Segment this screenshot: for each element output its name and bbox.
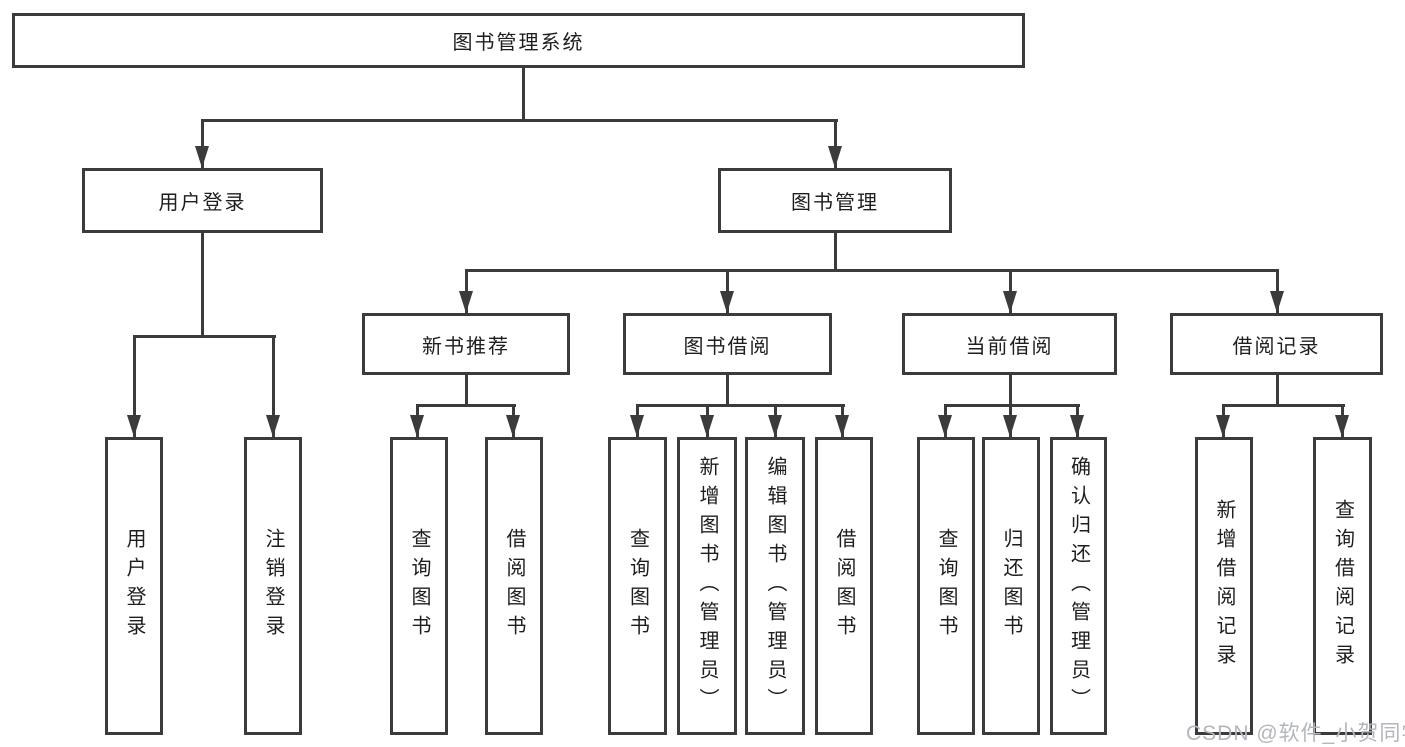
leaf-borrow-books-borrowing: 借阅图书 [815, 437, 873, 735]
leaf-return-books: 归还图书 [982, 437, 1040, 735]
arrow-down-icon [266, 415, 280, 437]
connector-stem [465, 375, 468, 405]
connector-level3-rail [465, 269, 1279, 272]
arrow-down-icon [1003, 415, 1017, 437]
connector-user-login-rail [133, 335, 276, 338]
connector-level2-rail [201, 119, 838, 122]
arrow-down-icon [410, 415, 424, 437]
node-label: 新书推荐 [422, 335, 510, 358]
node-library-management-system: 图书管理系统 [12, 13, 1025, 68]
arrow-down-icon [459, 291, 473, 313]
csdn-watermark: CSDN @软件_小贺同学 [1186, 722, 1405, 745]
leaf-user-login: 用户登录 [105, 437, 163, 735]
arrow-down-icon [1003, 291, 1017, 313]
connector-stem [726, 375, 729, 405]
node-new-book-recommend: 新书推荐 [362, 313, 570, 375]
node-label: 注销登录 [262, 528, 284, 644]
leaf-borrow-books-recommend: 借阅图书 [485, 437, 543, 735]
node-borrow-records: 借阅记录 [1170, 313, 1383, 375]
node-label: 编辑图书（管理员） [764, 455, 786, 717]
leaf-edit-book-admin: 编辑图书（管理员） [745, 437, 805, 735]
node-label: 查询图书 [626, 528, 649, 644]
arrow-down-icon [195, 146, 209, 168]
connector-user-login-stem [201, 233, 204, 336]
arrow-down-icon [1270, 291, 1284, 313]
arrow-down-icon [700, 415, 714, 437]
connector-root-stem [522, 68, 525, 120]
arrow-down-icon [127, 415, 141, 437]
node-label: 归还图书 [1000, 528, 1022, 644]
connector-rail [636, 404, 845, 407]
node-label: 确认归还（管理员） [1067, 455, 1090, 717]
connector-rail [944, 404, 1080, 407]
node-label: 新增借阅记录 [1213, 499, 1235, 673]
connector-rail [1222, 404, 1345, 407]
node-label: 借阅记录 [1232, 335, 1321, 358]
node-label: 当前借阅 [965, 335, 1054, 358]
connector-rail [416, 404, 516, 407]
node-label: 借阅图书 [503, 528, 525, 644]
node-label: 新增图书（管理员） [696, 455, 718, 717]
leaf-add-borrow-record: 新增借阅记录 [1195, 437, 1253, 735]
leaf-query-books-current: 查询图书 [917, 437, 975, 735]
leaf-add-book-admin: 新增图书（管理员） [677, 437, 737, 735]
leaf-confirm-return-admin: 确认归还（管理员） [1050, 437, 1107, 735]
connector-drop-user-login [201, 120, 204, 168]
node-label: 借阅图书 [833, 528, 855, 644]
arrow-down-icon [768, 415, 782, 437]
leaf-logout: 注销登录 [244, 437, 302, 735]
node-label: 查询图书 [408, 528, 430, 644]
connector-drop-book-management [834, 120, 837, 168]
arrow-down-icon [1216, 415, 1230, 437]
node-label: 图书管理系统 [452, 32, 585, 54]
node-label: 用户登录 [123, 528, 145, 644]
connector-stem [1276, 375, 1279, 405]
arrow-down-icon [1070, 415, 1084, 437]
node-label: 图书管理 [791, 192, 879, 214]
leaf-query-books-recommend: 查询图书 [390, 437, 448, 735]
arrow-down-icon [506, 415, 520, 437]
node-book-management: 图书管理 [718, 168, 952, 233]
node-label: 查询图书 [935, 528, 957, 644]
connector-drop-leaf [133, 336, 136, 437]
node-label: 用户登录 [158, 192, 247, 214]
node-current-borrowing: 当前借阅 [902, 313, 1117, 375]
arrow-down-icon [720, 291, 734, 313]
node-label: 查询借阅记录 [1331, 499, 1354, 673]
arrow-down-icon [828, 146, 842, 168]
node-user-login: 用户登录 [82, 168, 323, 233]
arrow-down-icon [1335, 415, 1349, 437]
connector-book-management-stem [834, 233, 837, 270]
node-label: 图书借阅 [683, 335, 772, 358]
arrow-down-icon [938, 415, 952, 437]
arrow-down-icon [630, 415, 644, 437]
connector-drop-leaf [272, 336, 275, 437]
arrow-down-icon [835, 415, 849, 437]
leaf-query-borrow-record: 查询借阅记录 [1313, 437, 1372, 735]
node-book-borrowing: 图书借阅 [623, 313, 832, 375]
connector-stem [1009, 375, 1012, 405]
leaf-query-books-borrowing: 查询图书 [608, 437, 667, 735]
